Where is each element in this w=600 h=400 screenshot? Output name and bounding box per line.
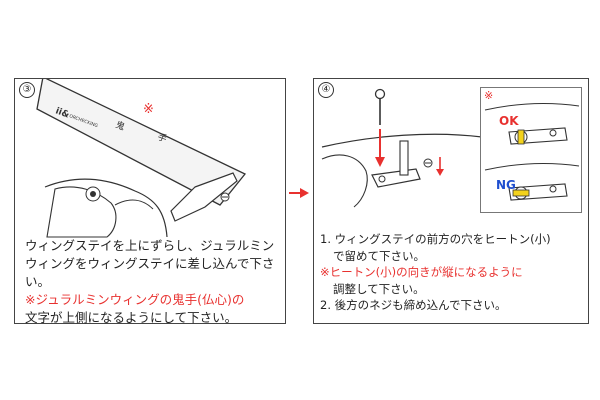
next-step-arrow: [289, 188, 309, 198]
stay-hole: [378, 175, 386, 183]
wing-logo-mark: ii&: [54, 106, 71, 120]
step-4-caption: 1. ウィングステイの前方の穴をヒートン(小) で留めて下さい。 ※ヒートン(小…: [320, 231, 584, 314]
step-4-number: ④: [318, 82, 334, 98]
eye-hook-ring: [374, 88, 386, 100]
step-3-line-2: ウィングをウィングステイに差し込んで下さい。: [25, 256, 275, 289]
step-4-illustration: [321, 88, 483, 208]
step-3-caption: ウィングステイを上にずらし、ジュラルミン ウィングをウィングステイに差し込んで下…: [25, 237, 277, 327]
cushion: [46, 186, 117, 238]
step-3-illustration: ii& ORCHECKING 鬼 手 ※: [36, 79, 247, 238]
wing-kanji-2: 手: [156, 131, 169, 145]
step-4-item-2: 2. 後方のネジも締め込んで下さい。: [320, 298, 507, 312]
inset-note-mark: ※: [484, 89, 494, 102]
inset-illustration: [484, 102, 580, 201]
ng-hook-horizontal: [512, 189, 530, 197]
step-3-line-1: ウィングステイを上にずらし、ジュラルミン: [25, 238, 275, 253]
insert-arrow-1: [375, 157, 385, 167]
step-4-item-1-line-2: で留めて下さい。: [333, 248, 425, 263]
orientation-inset: ※ OK NG: [480, 87, 582, 213]
body-outline: [44, 178, 168, 238]
ok-hook-vertical: [517, 129, 525, 145]
wing-stay: [170, 172, 238, 222]
step-3-warning-2: 文字が上側になるようにして下さい。: [25, 310, 238, 325]
insert-arrow-2: [436, 169, 444, 176]
step-4-warning-2: 調整して下さい。: [333, 281, 425, 296]
step-3-note-mark: ※: [143, 102, 154, 117]
step-3-warning-1: ※ジュラルミンウィングの鬼手(仏心)の: [25, 292, 245, 307]
duralumin-wing: [36, 79, 247, 206]
step-4-panel: ④ ※: [313, 78, 589, 324]
step-3-number: ③: [19, 82, 35, 98]
lower-body: [321, 154, 368, 208]
wing-kanji-1: 鬼: [114, 119, 127, 133]
step-3-panel: ③ ii& ORCHECKING 鬼 手 ※ ウィングステイを上にずらし、ジュラ…: [14, 78, 286, 327]
step-4-item-1-line-1: 1. ウィングステイの前方の穴をヒートン(小): [320, 232, 551, 246]
ng-label: NG: [496, 178, 516, 192]
body-outline: [321, 133, 483, 148]
step-4-warning-1: ※ヒートン(小)の向きが縦になるように: [320, 265, 523, 279]
ok-label: OK: [499, 114, 519, 128]
